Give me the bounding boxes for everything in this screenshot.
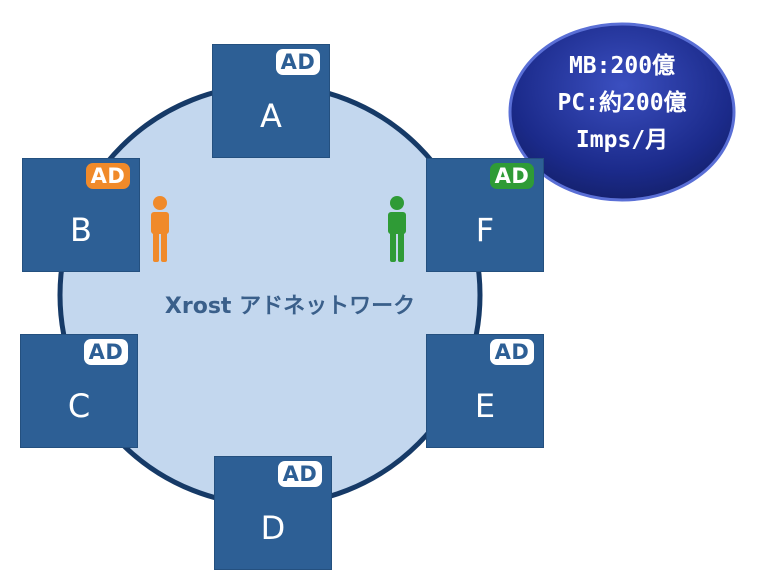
ad-badge: AD bbox=[86, 163, 130, 189]
ad-badge: AD bbox=[490, 339, 534, 365]
stats-text: MB:200億 PC:約200億 Imps/月 bbox=[510, 48, 734, 159]
stats-bubble bbox=[508, 22, 736, 202]
ad-badge: AD bbox=[276, 49, 320, 75]
site-b: AD B bbox=[22, 158, 140, 272]
ad-badge: AD bbox=[278, 461, 322, 487]
site-letter: B bbox=[70, 211, 92, 249]
stats-line-pc: PC:約200億 bbox=[557, 90, 687, 116]
site-d: AD D bbox=[214, 456, 332, 570]
stats-line-mobile: MB:200億 bbox=[568, 53, 676, 79]
person-icon-green bbox=[388, 196, 406, 262]
site-letter: E bbox=[474, 387, 496, 425]
stats-line-imps: Imps/月 bbox=[575, 127, 669, 153]
site-letter: A bbox=[260, 97, 282, 135]
site-letter: C bbox=[67, 387, 91, 425]
site-letter: D bbox=[260, 509, 286, 547]
site-c: AD C bbox=[20, 334, 138, 448]
site-a: AD A bbox=[212, 44, 330, 158]
site-f: AD F bbox=[426, 158, 544, 272]
site-letter: F bbox=[475, 211, 495, 249]
ad-badge: AD bbox=[490, 163, 534, 189]
ad-badge: AD bbox=[84, 339, 128, 365]
network-label: Xrost アドネットワーク bbox=[164, 294, 416, 319]
person-icon-orange bbox=[151, 196, 169, 262]
site-e: AD E bbox=[426, 334, 544, 448]
